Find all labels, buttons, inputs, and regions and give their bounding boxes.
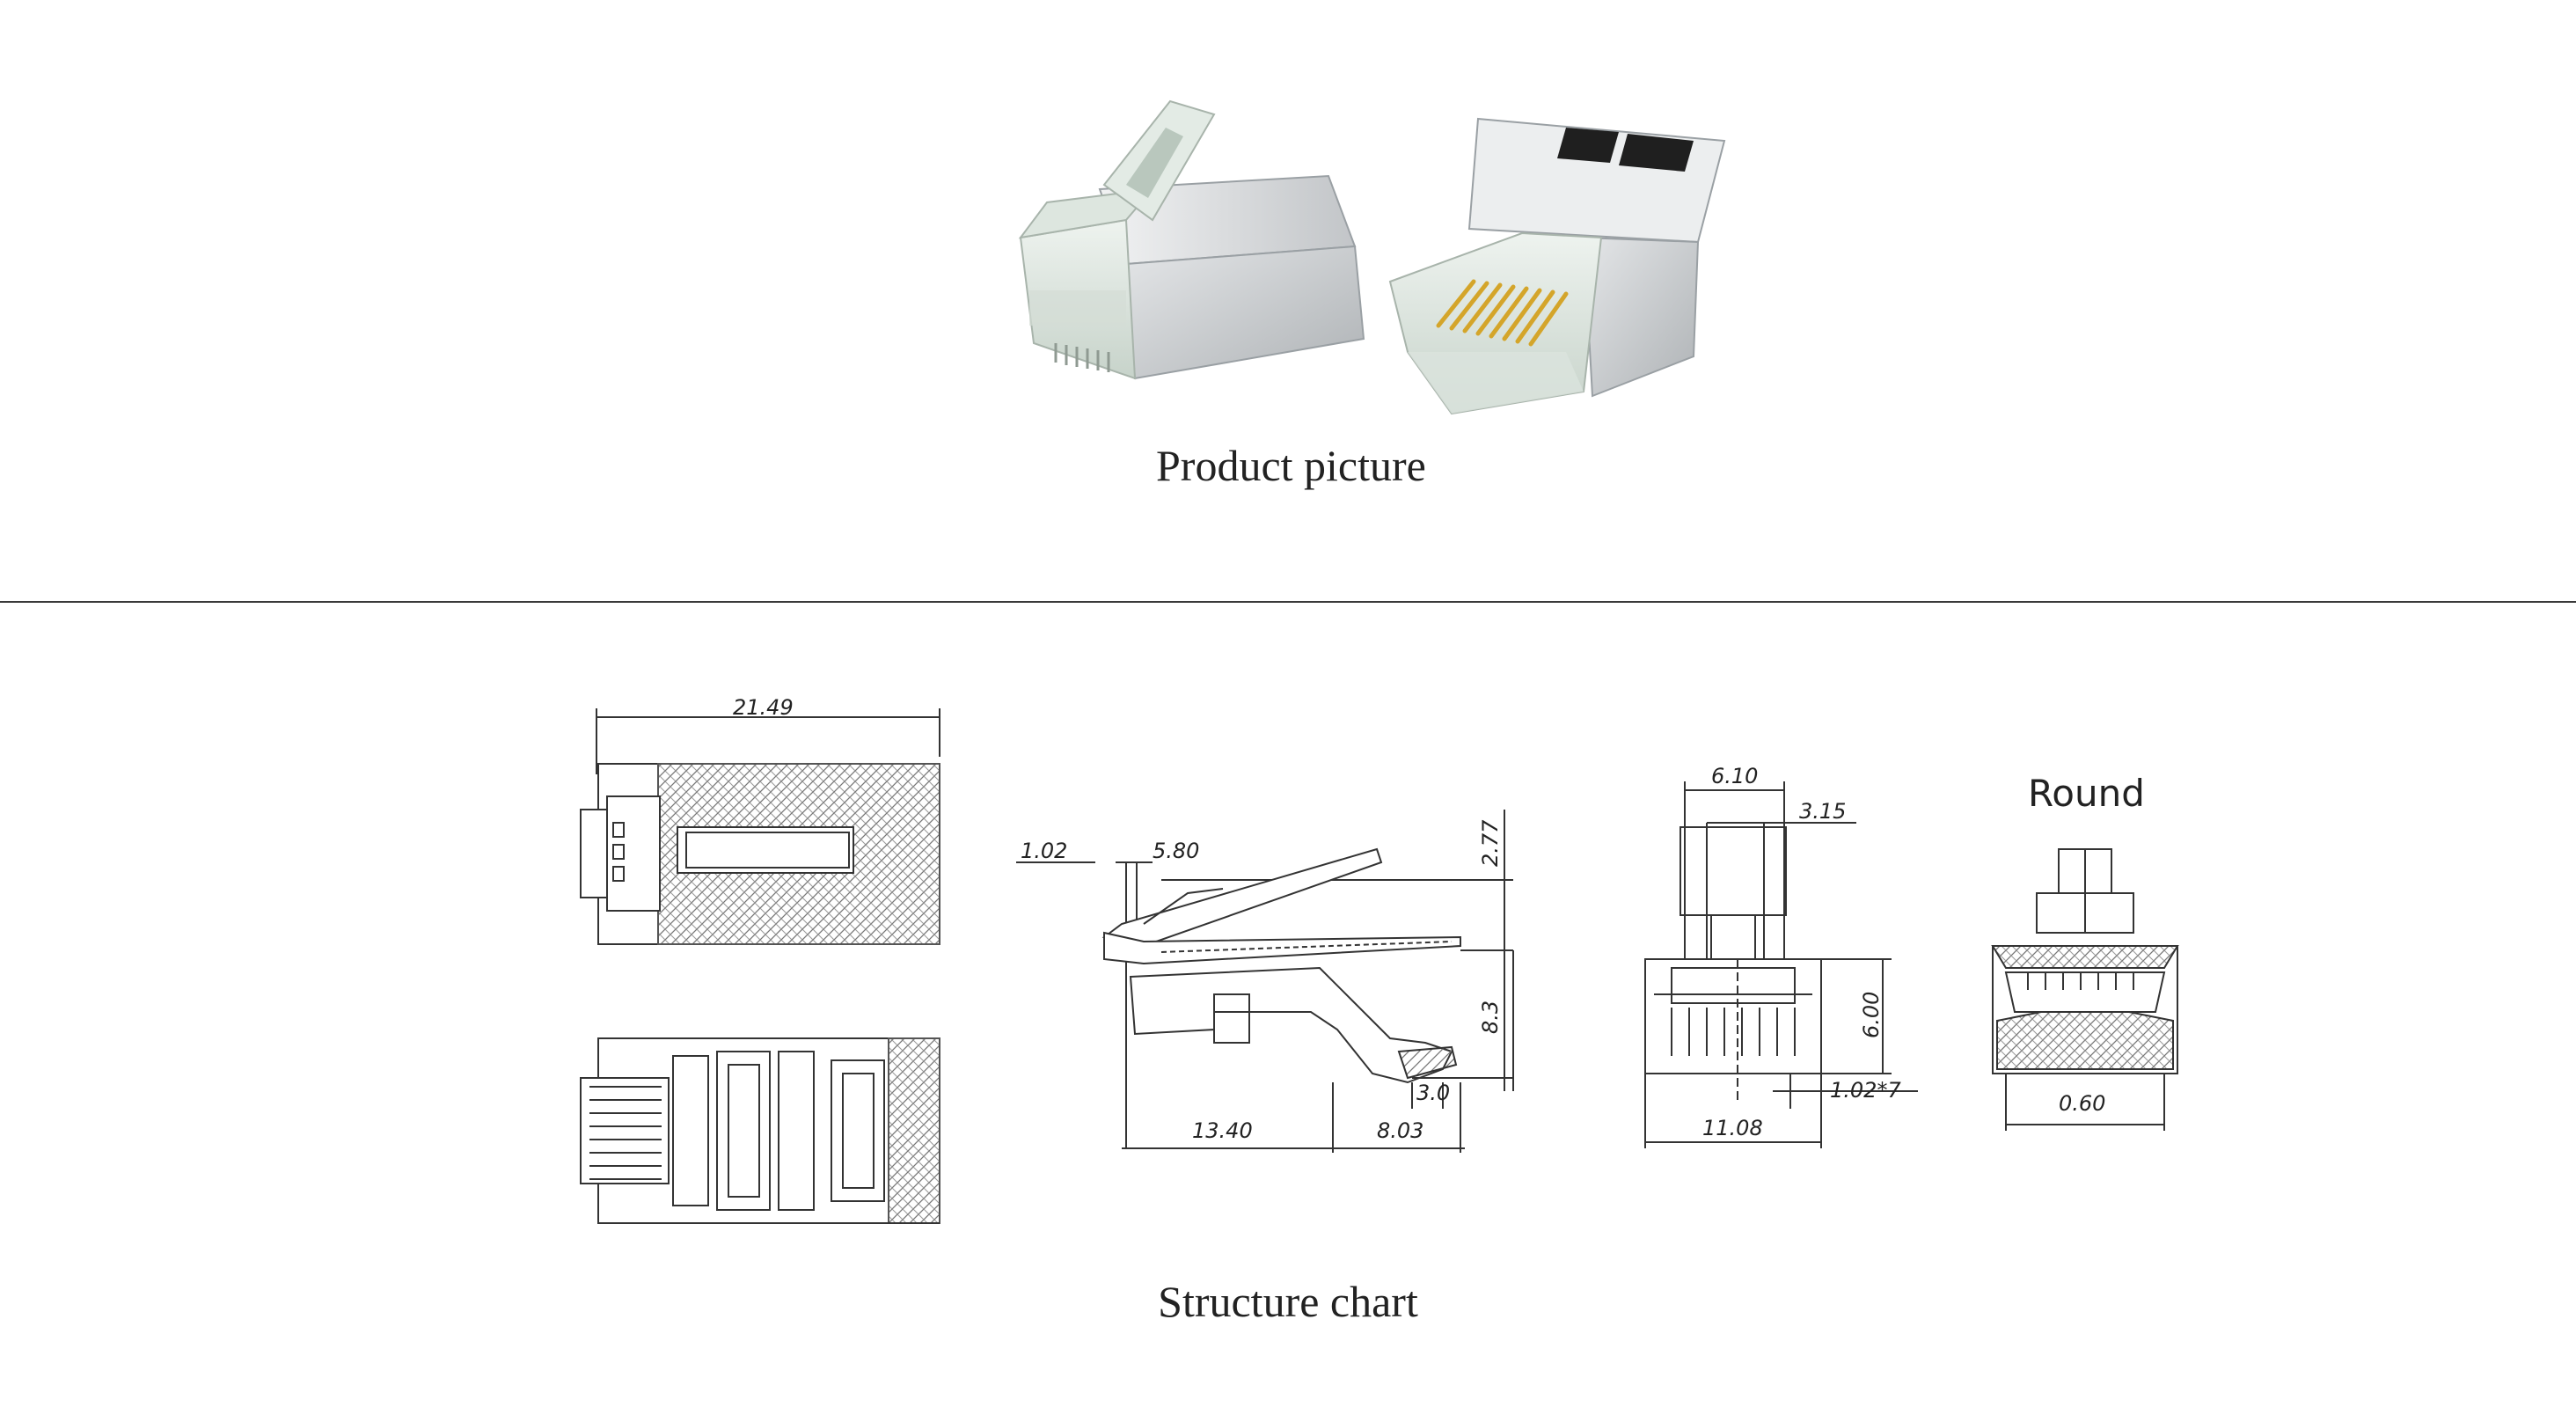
structure-chart-caption: Structure chart [1158,1277,1418,1326]
bottom-view-drawing [580,1037,940,1224]
dim-tip: 1.02 [1021,839,1067,863]
dim-body-height: 8.3 [1478,1001,1503,1034]
dim-latch-height: 2.77 [1478,819,1503,867]
dim-pin-depth: 3.0 [1416,1081,1450,1105]
rj45-plug-right [1388,117,1726,415]
top-view-drawing [580,708,940,945]
section-divider [0,601,2576,603]
dim-rear-length: 8.03 [1377,1118,1423,1143]
dim-front-width: 11.08 [1702,1116,1763,1140]
dim-overall-length: 21.49 [733,695,794,720]
dim-body-length: 13.40 [1192,1118,1253,1143]
dim-front-height: 6.00 [1859,992,1884,1038]
dim-key-width: 3.15 [1799,799,1846,824]
product-picture-caption: Product picture [1156,441,1426,490]
rj45-plug-left [1018,99,1365,380]
front-view-drawing [1644,781,1918,1148]
dim-top-width: 6.10 [1711,764,1758,788]
round-label: Round [2028,772,2145,815]
product-picture [1018,99,1726,415]
dim-round-width: 0.60 [2059,1091,2105,1116]
round-view-drawing [1991,848,2179,1131]
dim-pitch: 1.02*7 [1830,1078,1901,1103]
side-view-drawing [1016,810,1514,1153]
dim-latch-gap: 5.80 [1153,839,1199,863]
